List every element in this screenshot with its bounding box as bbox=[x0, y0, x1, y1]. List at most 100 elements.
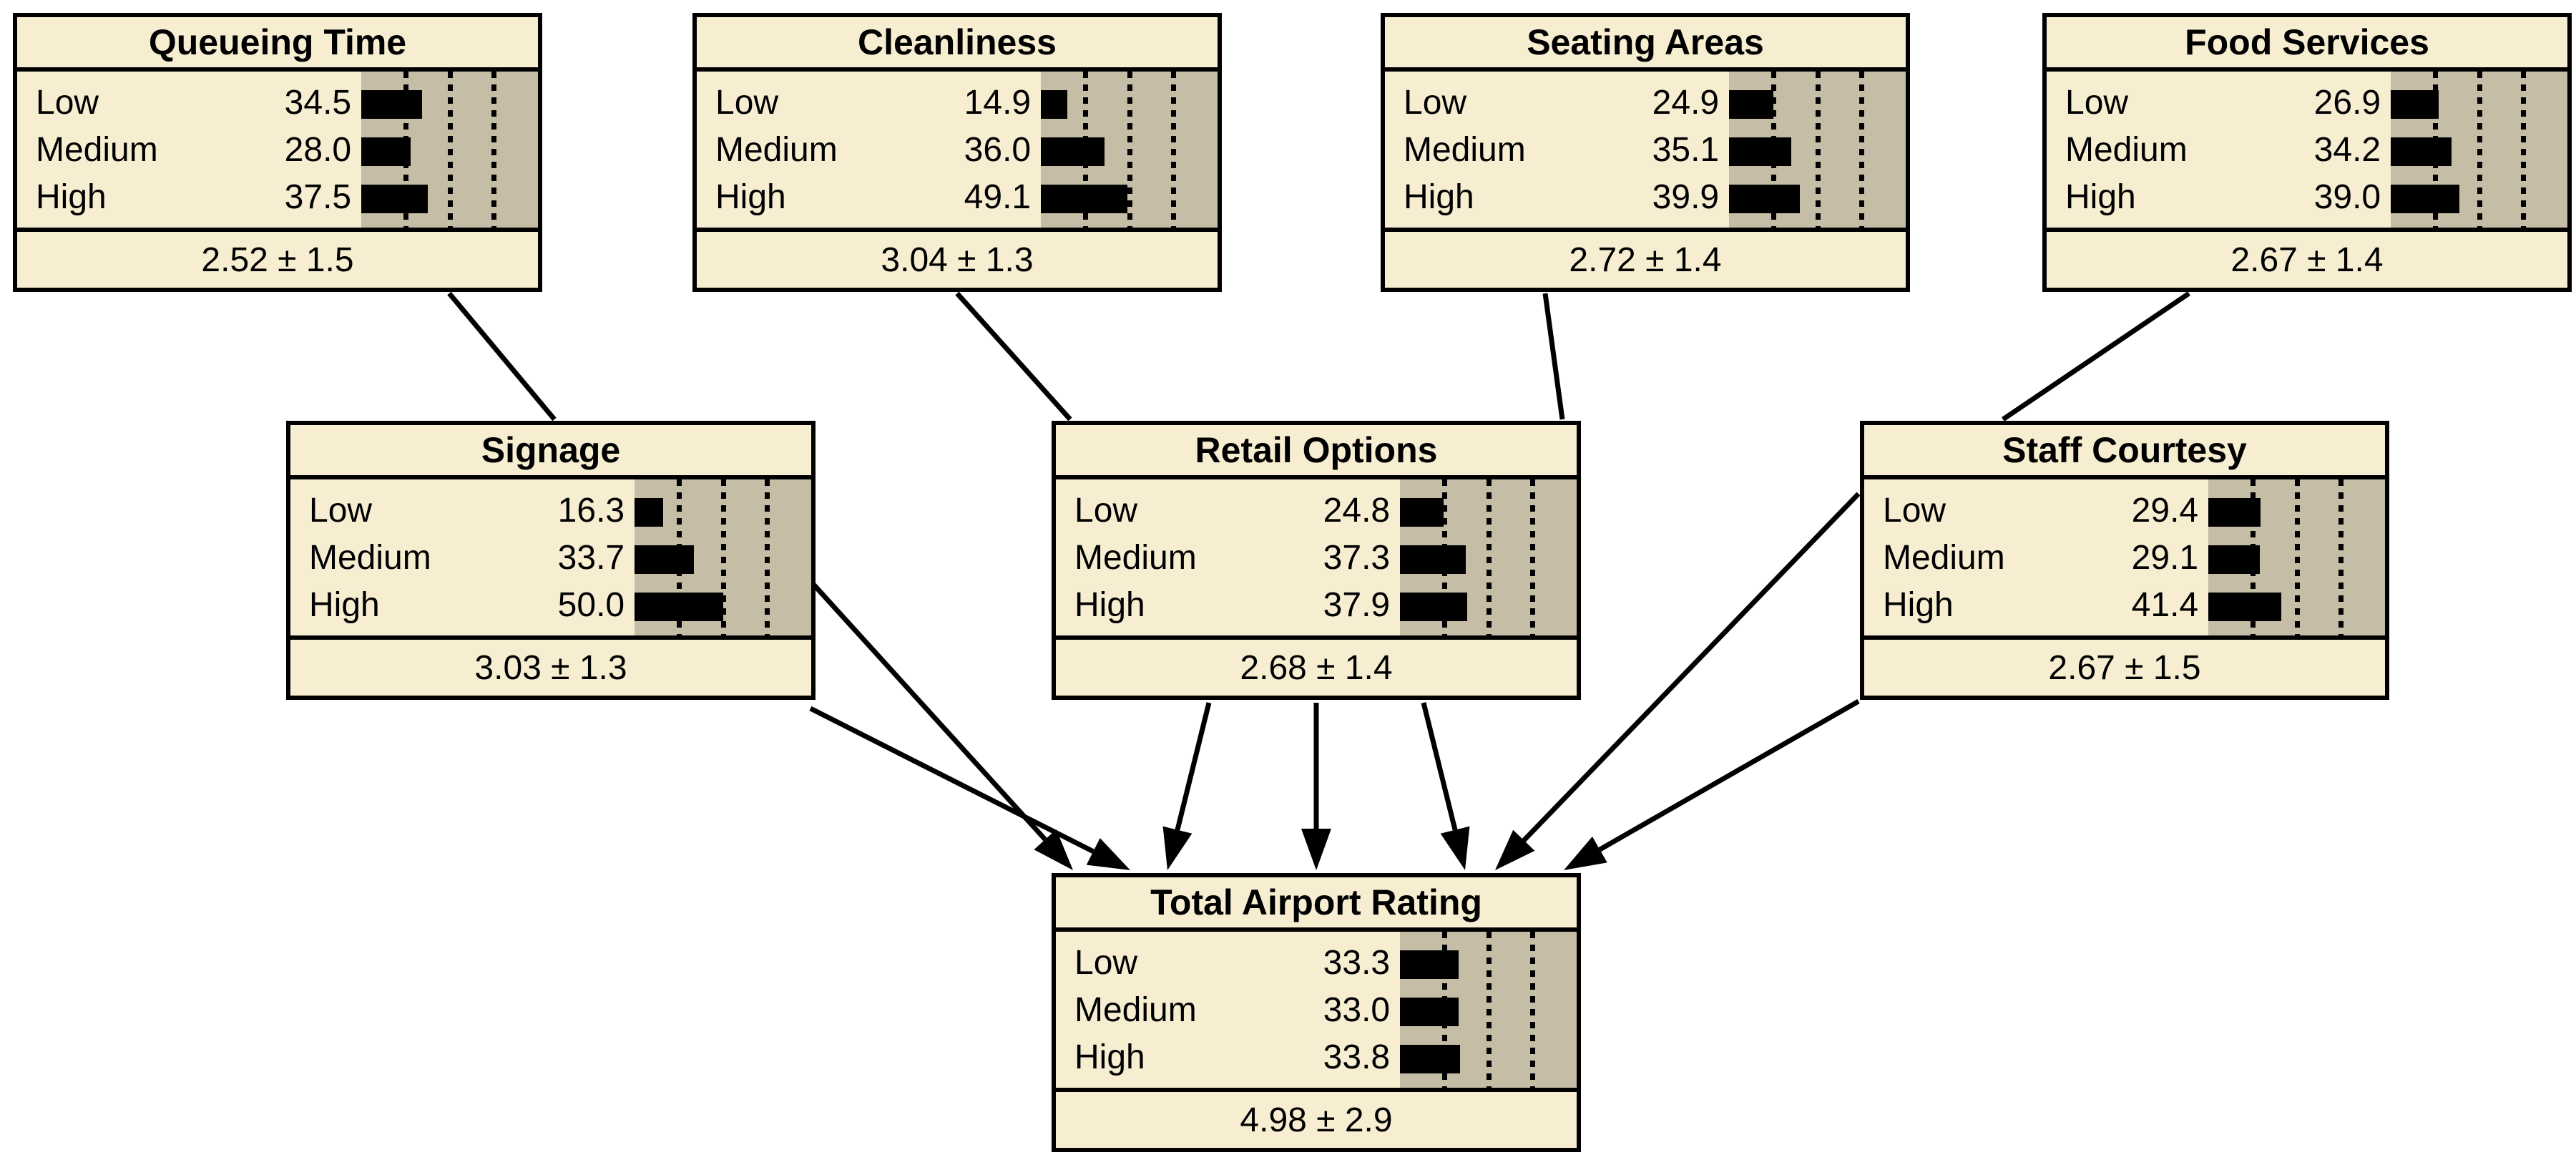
edge-staff-courtesy-to-total-airport-rating bbox=[1564, 698, 1860, 870]
gridline bbox=[765, 479, 770, 635]
state-probability: 37.9 bbox=[1323, 585, 1391, 624]
edge-food-services-to-staff-courtesy bbox=[2002, 291, 2190, 421]
state-probability: 24.9 bbox=[1652, 83, 1720, 122]
state-label: Low bbox=[715, 83, 779, 122]
state-label: Medium bbox=[1074, 990, 1197, 1029]
bar-medium bbox=[635, 545, 695, 574]
gridline bbox=[1815, 72, 1821, 228]
state-probability: 36.0 bbox=[964, 130, 1032, 169]
edge-line bbox=[447, 291, 557, 421]
bar-low bbox=[361, 90, 423, 119]
state-probability: 33.7 bbox=[557, 538, 625, 577]
edge-line bbox=[1598, 698, 1860, 852]
edge-line bbox=[2002, 291, 2190, 421]
state-row[interactable]: Medium 29.1 bbox=[1883, 534, 2208, 581]
edge-queueing-time-to-signage bbox=[447, 291, 557, 421]
state-probability: 50.0 bbox=[557, 585, 625, 624]
bar-low bbox=[1400, 950, 1459, 979]
node-summary: 3.04 ± 1.3 bbox=[697, 232, 1218, 288]
bar-high bbox=[1400, 1045, 1460, 1073]
node-summary: 2.72 ± 1.4 bbox=[1385, 232, 1906, 288]
arrowhead bbox=[1495, 829, 1535, 870]
state-label: High bbox=[1074, 585, 1145, 624]
bar-medium bbox=[2391, 137, 2452, 166]
bar-medium bbox=[1400, 998, 1459, 1026]
edge-retail-options-to-total-airport-rating bbox=[1421, 702, 1470, 870]
edge-retail-options-to-total-airport-rating bbox=[1301, 703, 1331, 870]
gridline bbox=[447, 72, 453, 228]
gridline bbox=[1486, 479, 1492, 635]
bar-high bbox=[1041, 185, 1128, 213]
state-row[interactable]: Low 14.9 bbox=[715, 79, 1041, 126]
node-title: Total Airport Rating bbox=[1056, 877, 1577, 932]
bar-low bbox=[635, 498, 664, 527]
edge-line bbox=[808, 579, 1047, 842]
state-row[interactable]: High 37.9 bbox=[1074, 581, 1400, 628]
bar-chart bbox=[2208, 479, 2385, 635]
bar-high bbox=[1400, 593, 1467, 621]
state-probability: 24.8 bbox=[1323, 491, 1391, 530]
arrowhead bbox=[1162, 826, 1192, 870]
edge-signage-to-total-airport-rating bbox=[808, 579, 1073, 870]
edge-line bbox=[955, 291, 1072, 421]
gridline bbox=[491, 72, 497, 228]
state-row[interactable]: High 50.0 bbox=[309, 581, 635, 628]
state-label: High bbox=[2065, 177, 2136, 216]
state-probability: 14.9 bbox=[964, 83, 1032, 122]
state-probability: 29.1 bbox=[2131, 538, 2199, 577]
node-title: Staff Courtesy bbox=[1864, 425, 2385, 479]
state-row[interactable]: Medium 36.0 bbox=[715, 126, 1041, 173]
node-title: Signage bbox=[290, 425, 811, 479]
state-label: High bbox=[36, 177, 107, 216]
state-label: Medium bbox=[715, 130, 838, 169]
bar-medium bbox=[361, 137, 411, 166]
gridline bbox=[720, 479, 726, 635]
node-title: Cleanliness bbox=[697, 17, 1218, 72]
state-probability: 26.9 bbox=[2313, 83, 2381, 122]
arrowhead bbox=[1564, 836, 1607, 870]
bar-chart bbox=[1729, 72, 1906, 228]
state-label: Medium bbox=[1883, 538, 2005, 577]
bar-chart bbox=[1400, 932, 1577, 1088]
edge-line bbox=[1175, 702, 1212, 831]
state-label: High bbox=[309, 585, 380, 624]
gridline bbox=[1486, 932, 1492, 1088]
arrowhead bbox=[1034, 829, 1073, 870]
gridline bbox=[2477, 72, 2482, 228]
